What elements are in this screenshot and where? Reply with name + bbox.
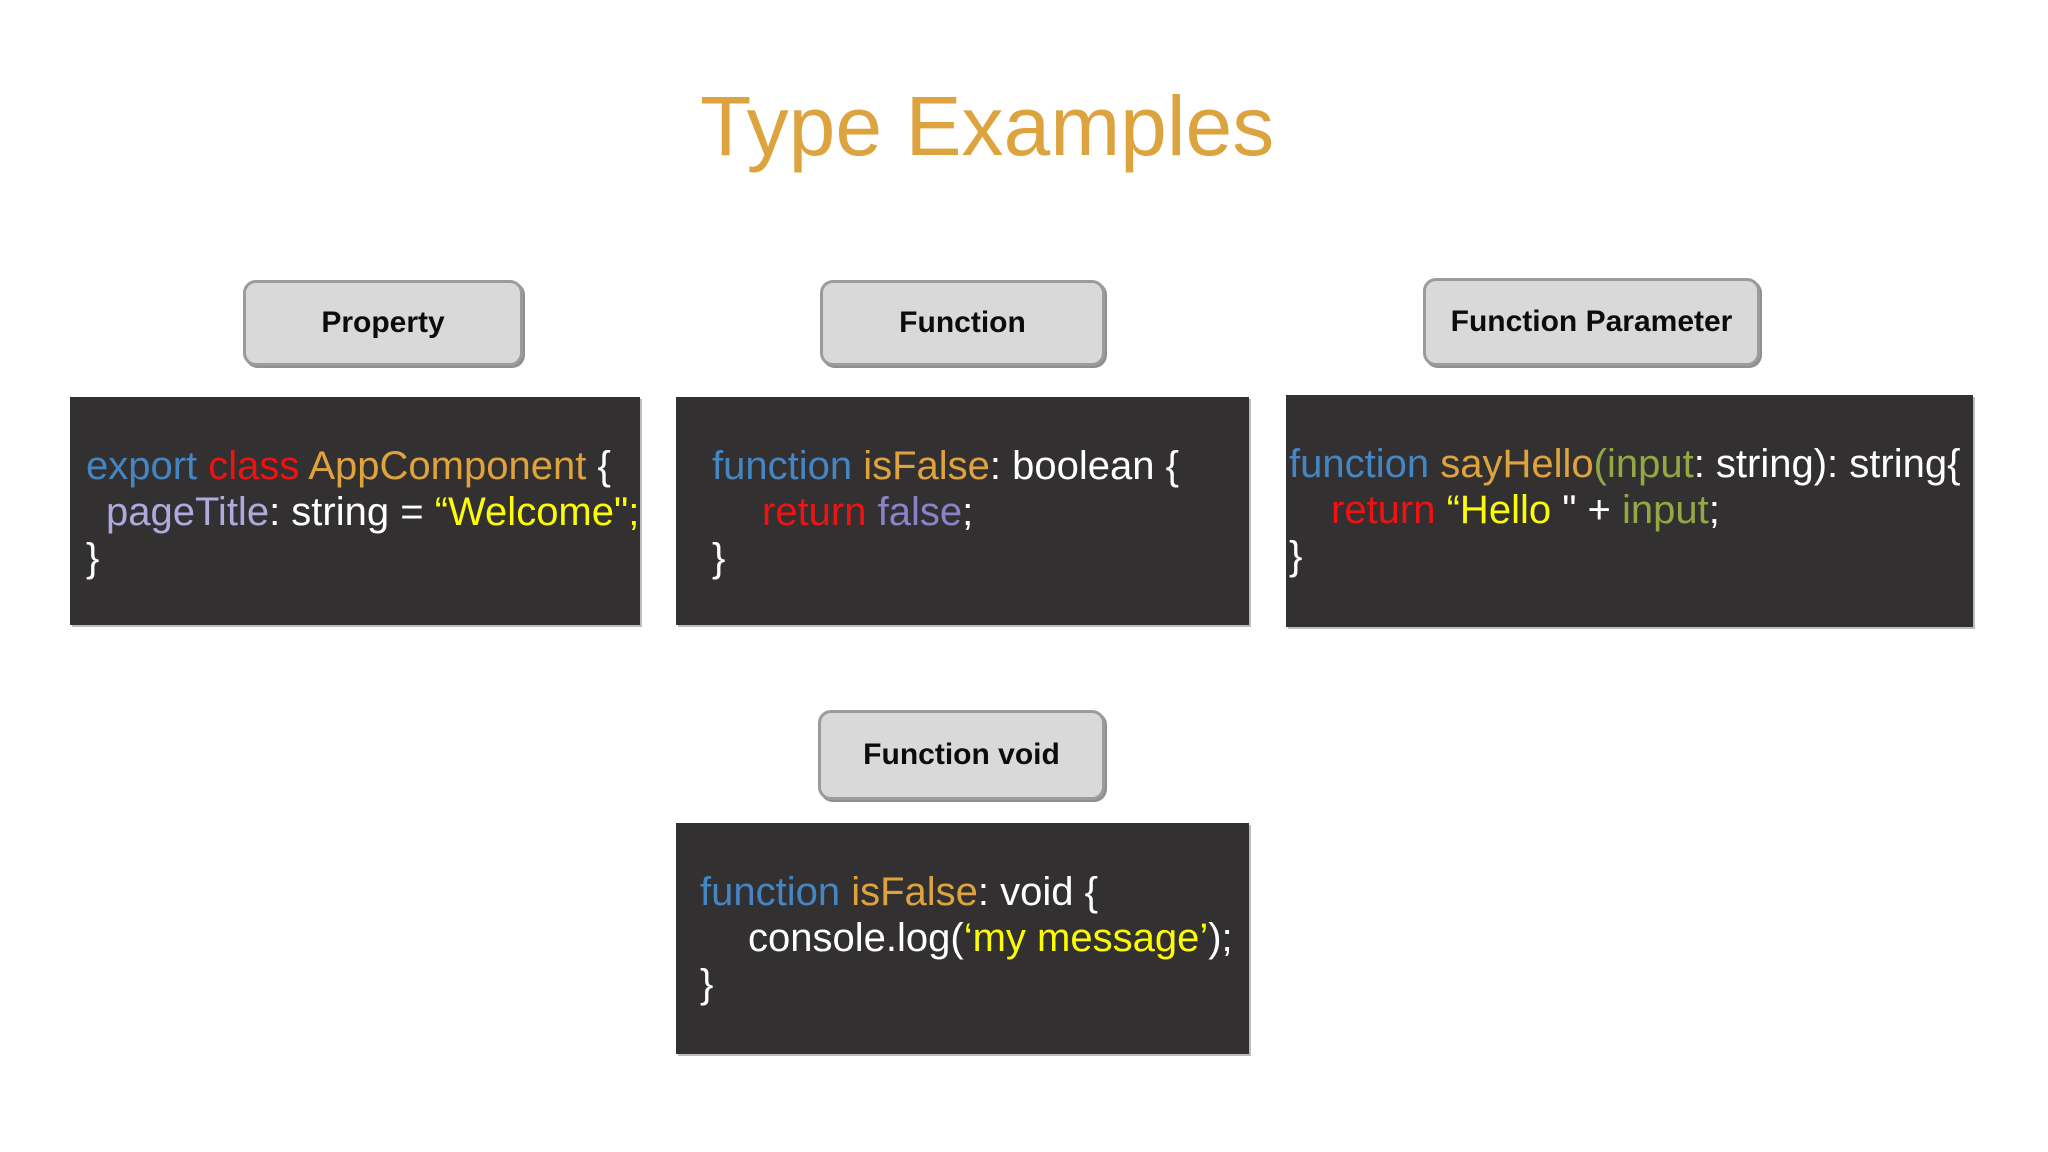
code-token-red: return — [762, 490, 878, 534]
code-box-function: function isFalse: boolean {return false;… — [676, 397, 1249, 625]
code-line: function isFalse: void { — [700, 869, 1249, 915]
code-token-white: } — [712, 536, 726, 580]
code-token-red: class — [208, 444, 309, 488]
code-line: console.log(‘my message’); — [700, 915, 1249, 961]
code-line: function sayHello(input: string): string… — [1289, 441, 1973, 487]
code-token-white: console.log( — [748, 916, 964, 960]
code-box-property: export class AppComponent {pageTitle: st… — [70, 397, 640, 625]
code-token-white: : void { — [977, 870, 1098, 914]
code-token-white: } — [86, 536, 100, 580]
label-function: Function — [820, 280, 1105, 366]
code-token-white: ; — [962, 490, 974, 534]
code-token-white: ; — [1708, 488, 1720, 532]
code-token-white: } — [700, 962, 714, 1006]
code-token-gold: sayHello — [1440, 442, 1594, 486]
code-token-olive: (input — [1593, 442, 1694, 486]
code-token-yellow: ‘my message’ — [963, 916, 1209, 960]
code-line: return “Hello " + input; — [1289, 487, 1973, 533]
label-function-void: Function void — [818, 710, 1105, 800]
code-token-yellow: “Hello — [1446, 488, 1563, 532]
code-line: } — [712, 535, 1249, 581]
code-token-white: } — [1289, 534, 1303, 578]
code-line: } — [700, 961, 1249, 1007]
code-token-gold: isFalse — [863, 444, 990, 488]
label-function-parameter: Function Parameter — [1423, 278, 1760, 366]
code-line: } — [1289, 533, 1973, 579]
code-token-red: return — [1331, 488, 1447, 532]
code-line: pageTitle: string = “Welcome"; — [86, 489, 640, 535]
code-box-function-void: function isFalse: void {console.log(‘my … — [676, 823, 1249, 1054]
code-token-gold: isFalse — [851, 870, 978, 914]
code-token-blue: export — [86, 444, 209, 488]
page-title: Type Examples — [700, 79, 1275, 173]
code-token-white: ); — [1208, 916, 1233, 960]
code-token-white: " + — [1562, 488, 1622, 532]
code-token-yellow: “Welcome"; — [434, 490, 640, 534]
code-token-white: { — [597, 444, 611, 488]
code-line: return false; — [712, 489, 1249, 535]
code-line: } — [86, 535, 640, 581]
code-token-blue: function — [1289, 442, 1441, 486]
code-token-white: : string): string{ — [1693, 442, 1961, 486]
code-box-function-parameter: function sayHello(input: string): string… — [1286, 395, 1973, 627]
code-token-purple: false — [877, 490, 963, 534]
code-line: export class AppComponent { — [86, 443, 640, 489]
code-token-olive: input — [1622, 488, 1709, 532]
code-token-gold: AppComponent — [308, 444, 598, 488]
code-line: function isFalse: boolean { — [712, 443, 1249, 489]
code-token-white: : boolean { — [989, 444, 1179, 488]
code-token-purpleLight: pageTitle — [106, 490, 270, 534]
code-token-blue: function — [700, 870, 852, 914]
label-property: Property — [243, 280, 523, 366]
code-token-white: : string = — [269, 490, 435, 534]
code-token-blue: function — [712, 444, 864, 488]
